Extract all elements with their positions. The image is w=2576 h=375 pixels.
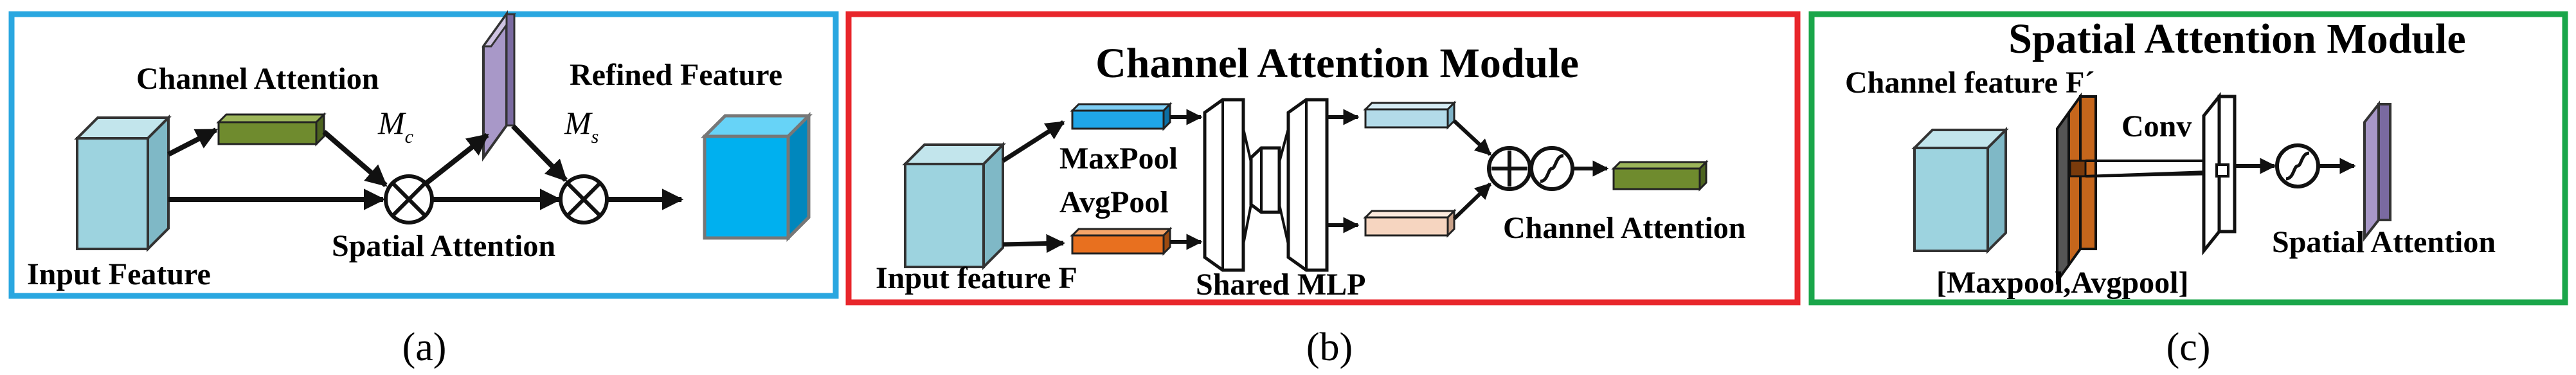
pool-label: [Maxpool,Avgpool] — [1936, 266, 2188, 300]
panel-c: Spatial Attention Module Channel feature… — [1808, 11, 2568, 369]
panel-b-input-label: Input feature F — [876, 261, 1077, 295]
conv-label: Conv — [2121, 109, 2192, 143]
mc-label: Mc — [377, 105, 413, 147]
panel-c-input-cube — [1911, 127, 2009, 254]
panel-b-channel-attention-bar — [1611, 160, 1709, 192]
shared-mlp-label: Shared MLP — [1196, 268, 1365, 302]
input-feature-cube — [74, 114, 172, 252]
sum-operator — [1487, 146, 1532, 191]
avgpool-bar — [1070, 226, 1173, 256]
ms-label: Ms — [564, 105, 599, 147]
mc-letter: M — [377, 105, 406, 141]
mc-subscript: c — [405, 126, 413, 147]
panel-c-input-label: Channel feature F´ — [1845, 66, 2094, 100]
sigmoid-operator — [1529, 146, 1574, 191]
panel-a-spatial-attention-label: Spatial Attention — [332, 229, 555, 263]
maxpool-bar — [1070, 102, 1173, 131]
arrow-input-to-avgpool — [1002, 233, 1065, 253]
conv-projection-bottom — [2085, 172, 2225, 178]
panel-b-output-label: Channel Attention — [1503, 211, 1745, 245]
panel-b-input-cube — [902, 142, 1006, 270]
pooled-feature-maps — [2056, 92, 2097, 286]
multiply-operator-1 — [384, 174, 434, 224]
panel-b-caption: (b) — [1306, 325, 1353, 369]
multiply-operator-2 — [559, 174, 609, 224]
channel-attention-bar — [216, 112, 327, 147]
panel-b-border — [845, 11, 1801, 306]
maxpool-label: MaxPool — [1059, 142, 1178, 176]
panel-c-spatial-attention-plane — [2363, 100, 2391, 242]
panel-c-caption: (c) — [2166, 325, 2211, 369]
arrow-channel-to-mult1 — [322, 129, 388, 188]
panel-c-sigmoid-operator — [2275, 143, 2320, 188]
panel-a: Input Feature Channel Attention Mc — [8, 10, 839, 369]
panel-a-input-label: Input Feature — [27, 257, 211, 291]
panel-a-caption: (a) — [402, 325, 447, 369]
arrow-top-to-sum — [1452, 119, 1492, 156]
panel-b-title: Channel Attention Module — [1095, 40, 1579, 87]
panel-a-refined-label: Refined Feature — [570, 58, 782, 92]
mlp-output-bottom-bar — [1363, 208, 1457, 238]
refined-feature-cube — [700, 111, 813, 242]
mlp-output-top-bar — [1363, 100, 1457, 130]
ms-subscript: s — [591, 126, 599, 147]
arrow-spatial-to-mult2 — [511, 124, 568, 182]
spatial-attention-plane — [482, 10, 516, 162]
panel-c-border — [1808, 11, 2568, 306]
panel-c-title: Spatial Attention Module — [2008, 15, 2465, 62]
conv-output-plane — [2202, 91, 2237, 256]
panel-b: Channel Attention Module Input feature F… — [845, 11, 1801, 369]
panel-a-border — [8, 11, 839, 299]
arrow-input-to-maxpool — [1002, 120, 1065, 163]
arrow-bottom-to-sum — [1452, 182, 1492, 221]
panel-c-output-label: Spatial Attention — [2272, 225, 2496, 259]
arrow-input-to-channel — [167, 127, 218, 157]
shared-mlp — [1203, 98, 1329, 272]
panel-a-channel-attention-label: Channel Attention — [136, 62, 379, 96]
arrow-mult1-to-spatial — [425, 133, 489, 185]
ms-letter: M — [564, 105, 593, 141]
avgpool-label: AvgPool — [1059, 185, 1169, 219]
